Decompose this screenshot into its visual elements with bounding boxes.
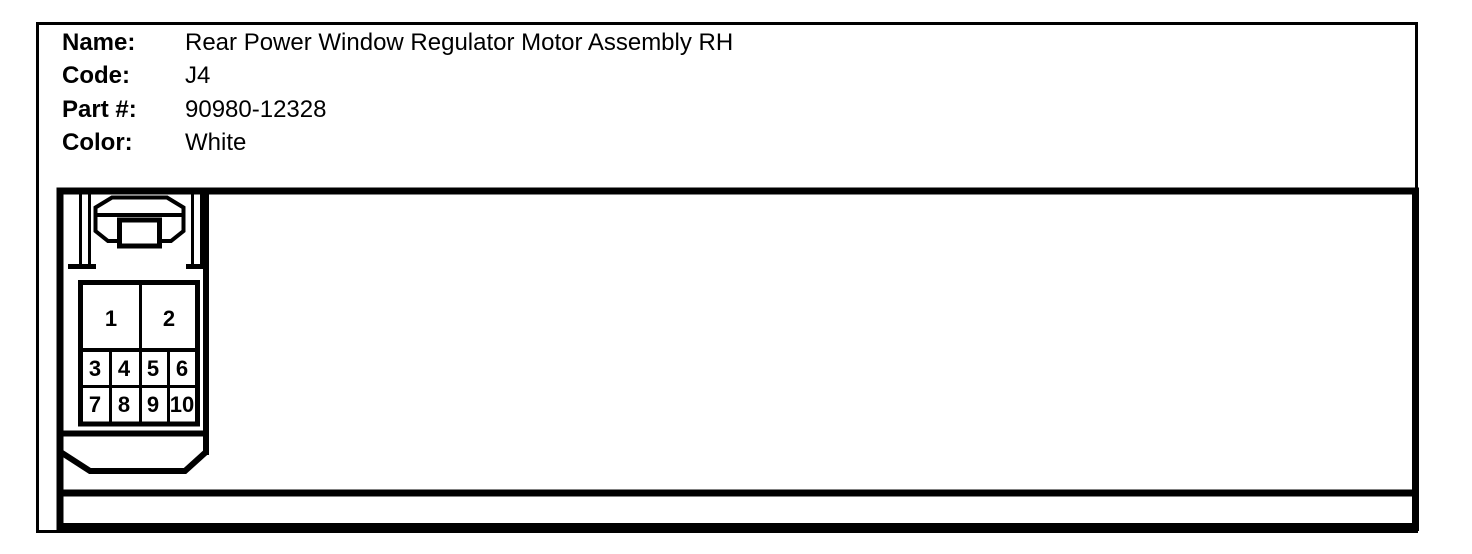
field-label-part-number: Part #: — [62, 95, 137, 123]
field-label-code: Code: — [62, 62, 130, 90]
field-label-name: Name: — [62, 29, 136, 56]
header-info: Name: Rear Power Window Regulator Motor … — [62, 26, 733, 160]
window-frame — [36, 22, 1418, 533]
field-row-code: Code: J4 — [62, 59, 733, 92]
footer-strip — [64, 497, 1410, 523]
field-value-name: Rear Power Window Regulator Motor Assemb… — [185, 29, 734, 56]
field-label-color: Color: — [62, 129, 133, 157]
field-value-code: J4 — [185, 62, 211, 90]
field-row-name: Name: Rear Power Window Regulator Motor … — [62, 26, 733, 59]
field-value-part-number: 90980-12328 — [185, 95, 327, 123]
field-row-part-number: Part #: 90980-12328 — [62, 93, 733, 126]
field-value-color: White — [185, 129, 247, 157]
field-row-color: Color: White — [62, 126, 733, 159]
